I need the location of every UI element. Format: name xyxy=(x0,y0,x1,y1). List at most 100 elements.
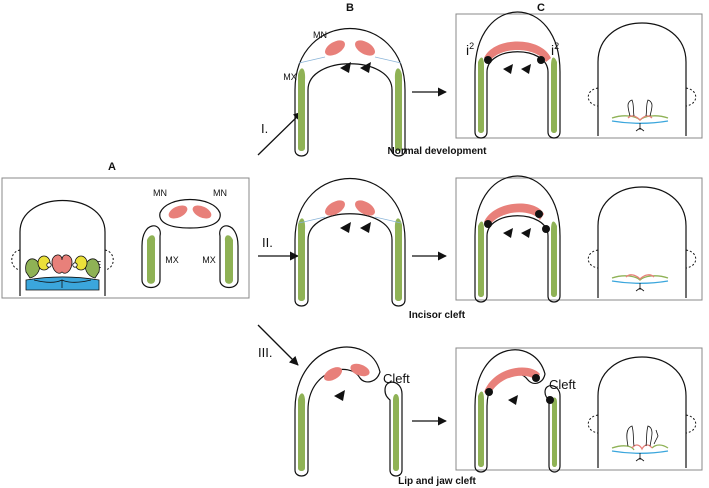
arch-c1 xyxy=(474,11,561,139)
mx-b2-right xyxy=(394,218,402,301)
mx-c2-right xyxy=(551,221,557,297)
arrowhead-c1-left xyxy=(503,64,513,74)
suture-b2-left xyxy=(298,216,326,224)
eye-c1-left xyxy=(587,87,599,107)
eye-right xyxy=(104,249,114,271)
arrowhead-c3-left xyxy=(508,395,518,405)
eye-c3-left xyxy=(587,414,599,434)
mn-tissue-left xyxy=(168,205,188,219)
arrowhead-b1-left xyxy=(340,62,351,73)
arrowhead-b1-right xyxy=(360,62,371,73)
eye-c1-right xyxy=(685,87,697,107)
row-normal: MN MX i2 i2 Normal development xyxy=(283,11,703,157)
cleft-label-c3: Cleft xyxy=(549,377,576,392)
incisor-c3-right xyxy=(546,396,554,404)
lip-c2-upper xyxy=(611,275,669,281)
arch-c3-right xyxy=(544,385,561,473)
head-c2 xyxy=(597,186,687,298)
suture-b1-right xyxy=(374,56,402,64)
cleft-label-b3: Cleft xyxy=(383,371,410,386)
eye-c2-right xyxy=(685,249,697,269)
nose-c1 xyxy=(627,99,653,132)
arrowhead-c2-right xyxy=(521,228,531,238)
route-caption-2: Incisor cleft xyxy=(409,310,466,321)
mx-c3-right xyxy=(552,397,557,467)
incisor-c3-mid xyxy=(532,374,540,382)
arch-b3-right xyxy=(384,381,403,477)
mn-b3-right xyxy=(350,363,370,377)
mx-b1-right xyxy=(394,68,402,151)
eye-c2-left xyxy=(587,249,599,269)
stomodeum-line xyxy=(33,279,92,288)
arrowhead-b3-left xyxy=(334,390,345,401)
route-caption-1: Normal development xyxy=(388,146,488,157)
arrow-route-3 xyxy=(257,324,299,366)
mn-arch xyxy=(159,198,221,229)
route-numeral-1: I. xyxy=(261,121,268,136)
incisor-c1-right xyxy=(537,56,545,64)
eye-c3-right xyxy=(685,414,697,434)
mx-tissue-left xyxy=(147,235,156,284)
arch-c3-left xyxy=(474,349,546,473)
mx-tissue-right xyxy=(224,235,233,284)
mx-b3-right xyxy=(393,394,399,471)
incisor-c2-left xyxy=(484,220,492,228)
mx-b1-left xyxy=(298,68,306,151)
suture-b1-left xyxy=(298,56,326,64)
mn-label-right: MN xyxy=(213,188,227,198)
incisor-label-c1-left: i2 xyxy=(466,41,474,58)
mx-piece-right xyxy=(219,225,239,289)
mx-c2-left xyxy=(478,221,484,297)
mn-b3-left xyxy=(323,367,343,381)
mn-c3-fused xyxy=(484,367,540,396)
route-numeral-3: III. xyxy=(258,345,272,360)
row-incisor-cleft: Incisor cleft xyxy=(294,175,703,321)
arrowhead-c2-left xyxy=(503,228,513,238)
mx-label-b1: MX xyxy=(283,72,297,82)
incisor-label-c1-right: i2 xyxy=(551,41,559,58)
arch-c2 xyxy=(474,175,561,303)
head-c1 xyxy=(597,22,687,136)
incisor-c2-right xyxy=(542,225,550,233)
mx-label-right: MX xyxy=(202,255,216,265)
arch-b1 xyxy=(294,28,406,157)
incisor-c2-mid xyxy=(535,210,543,218)
lip-c3-upper xyxy=(611,444,669,451)
arch-b2 xyxy=(294,178,406,307)
mn-b2-right xyxy=(355,200,375,216)
mx-label-left: MX xyxy=(165,255,179,265)
mn-tissue-right xyxy=(192,205,212,219)
mandibular-prominence xyxy=(25,276,100,291)
route-caption-3: Lip and jaw cleft xyxy=(398,476,476,487)
eye-left xyxy=(11,249,21,271)
mx-c1-left xyxy=(478,57,484,133)
mn-b1-left xyxy=(325,40,345,56)
route-numeral-2: II. xyxy=(262,235,273,250)
medial-nasal-prominence xyxy=(51,254,73,274)
arrowhead-c1-right xyxy=(521,64,531,74)
row-lip-jaw-cleft: Cleft Cleft Lip and jaw cleft xyxy=(294,346,703,487)
mx-c1-right xyxy=(551,57,557,133)
arrowhead-b2-right xyxy=(360,222,371,233)
mn-label-left: MN xyxy=(153,188,167,198)
panel-c1-box xyxy=(455,13,703,139)
mn-label-b1: MN xyxy=(313,30,327,40)
arch-b3-left xyxy=(294,346,381,477)
lateral-nasal-right xyxy=(74,255,88,271)
nasal-pit-left xyxy=(46,262,52,268)
mx-c3-left xyxy=(478,391,484,467)
nasal-pit-right xyxy=(72,262,78,268)
suture-b2-right xyxy=(374,216,402,224)
panel-c3-box xyxy=(455,347,703,471)
arrowhead-b2-left xyxy=(340,222,351,233)
nose-c3 xyxy=(626,425,659,462)
lip-c1-mid xyxy=(627,115,653,121)
mx-piece-left xyxy=(141,225,161,289)
head-c3 xyxy=(597,356,687,468)
incisor-c3-left xyxy=(485,388,493,396)
mn-b2-left xyxy=(325,200,345,216)
panel-c2-box xyxy=(455,177,703,301)
lip-c2-mid xyxy=(625,274,655,280)
mn-c1-fused xyxy=(484,41,551,62)
